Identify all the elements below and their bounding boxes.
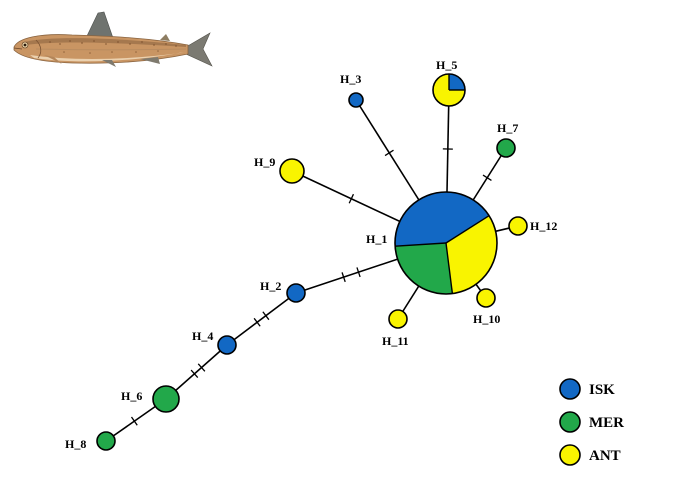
node-outline [152,385,180,413]
mutation-tick [253,317,261,327]
node-outline [394,191,498,295]
node-outline [432,73,466,107]
pie-slice-isk [449,74,465,90]
haplotype-node-h-4 [217,335,237,355]
pie-slice-mer [97,432,115,450]
mutation-tick [482,174,492,181]
pie-slice-ant [280,159,304,183]
legend-item-ant: ANT [559,444,621,466]
haplotype-label-h-8: H_8 [65,437,86,451]
pie-slice-mer [497,139,515,157]
haplotype-node-h-11 [388,309,408,329]
haplotype-node-h-1 [394,191,498,295]
legend-item-mer: MER [559,411,624,433]
haplotype-node-h-12 [508,216,528,236]
legend-item-isk: ISK [559,378,615,400]
haplotype-node-h-6 [152,385,180,413]
node-outline [217,335,237,355]
legend-label: ANT [589,448,621,464]
node-outline [348,92,364,108]
mutation-tick [384,149,394,157]
legend-label: ISK [589,382,615,398]
mutation-tick [348,193,355,204]
pie-slice-mer [395,243,453,294]
pie-slice-isk [349,93,363,107]
pie-slice-isk [218,336,236,354]
pie-divider [445,242,454,294]
edge-H_2-H_4 [226,292,297,346]
mutation-tick [190,369,199,379]
haplotype-node-h-2 [286,283,306,303]
haplotype-label-h-1: H_1 [366,232,387,246]
haplotype-node-h-7 [496,138,516,158]
pie-slice-ant [389,310,407,328]
node-outline [388,309,408,329]
mutation-tick [356,267,361,278]
mutation-tick [262,311,270,321]
node-outline [496,138,516,158]
mutation-tick [341,272,346,283]
node-outline [476,288,496,308]
haplotype-label-h-9: H_9 [254,155,275,169]
node-outline [96,431,116,451]
node-outline [286,283,306,303]
node-outline [508,216,528,236]
legend-swatch [559,378,581,400]
legend-swatch [559,411,581,433]
legend: ISK MER ANT [559,378,624,466]
legend-label: MER [589,415,624,431]
haplotype-label-h-5: H_5 [436,58,457,72]
mutation-tick [197,363,206,372]
haplotype-label-h-2: H_2 [260,279,281,293]
legend-swatch [559,444,581,466]
haplotype-label-h-10: H_10 [473,312,500,326]
pie-slice-ant [477,289,495,307]
haplotype-label-h-6: H_6 [121,389,142,403]
mutation-tick [130,416,138,426]
haplotype-node-h-10 [476,288,496,308]
haplotype-label-h-4: H_4 [192,329,213,343]
haplotype-label-h-12: H_12 [530,219,557,233]
mutation-ticks [130,148,492,426]
fish-illustration [13,11,213,67]
pie-slice-isk [395,192,490,247]
haplotype-label-h-7: H_7 [497,121,518,135]
haplotype-node-h-3 [348,92,364,108]
pie-slice-ant [509,217,527,235]
haplotype-label-h-11: H_11 [382,334,409,348]
pie-divider [395,242,447,247]
haplotype-nodes [96,73,528,451]
pie-slice-mer [153,386,179,412]
haplotype-label-h-3: H_3 [340,72,361,86]
node-outline [279,158,305,184]
haplotype-node-h-8 [96,431,116,451]
haplotype-node-h-9 [279,158,305,184]
pie-slice-isk [287,284,305,302]
pie-divider [445,215,490,244]
haplotype-labels: H_1H_2 H_3H_4 H_5H_6 H_7H_8 H_9H_10H_11 H_12 [65,58,557,451]
haplotype-node-h-5 [432,73,466,107]
